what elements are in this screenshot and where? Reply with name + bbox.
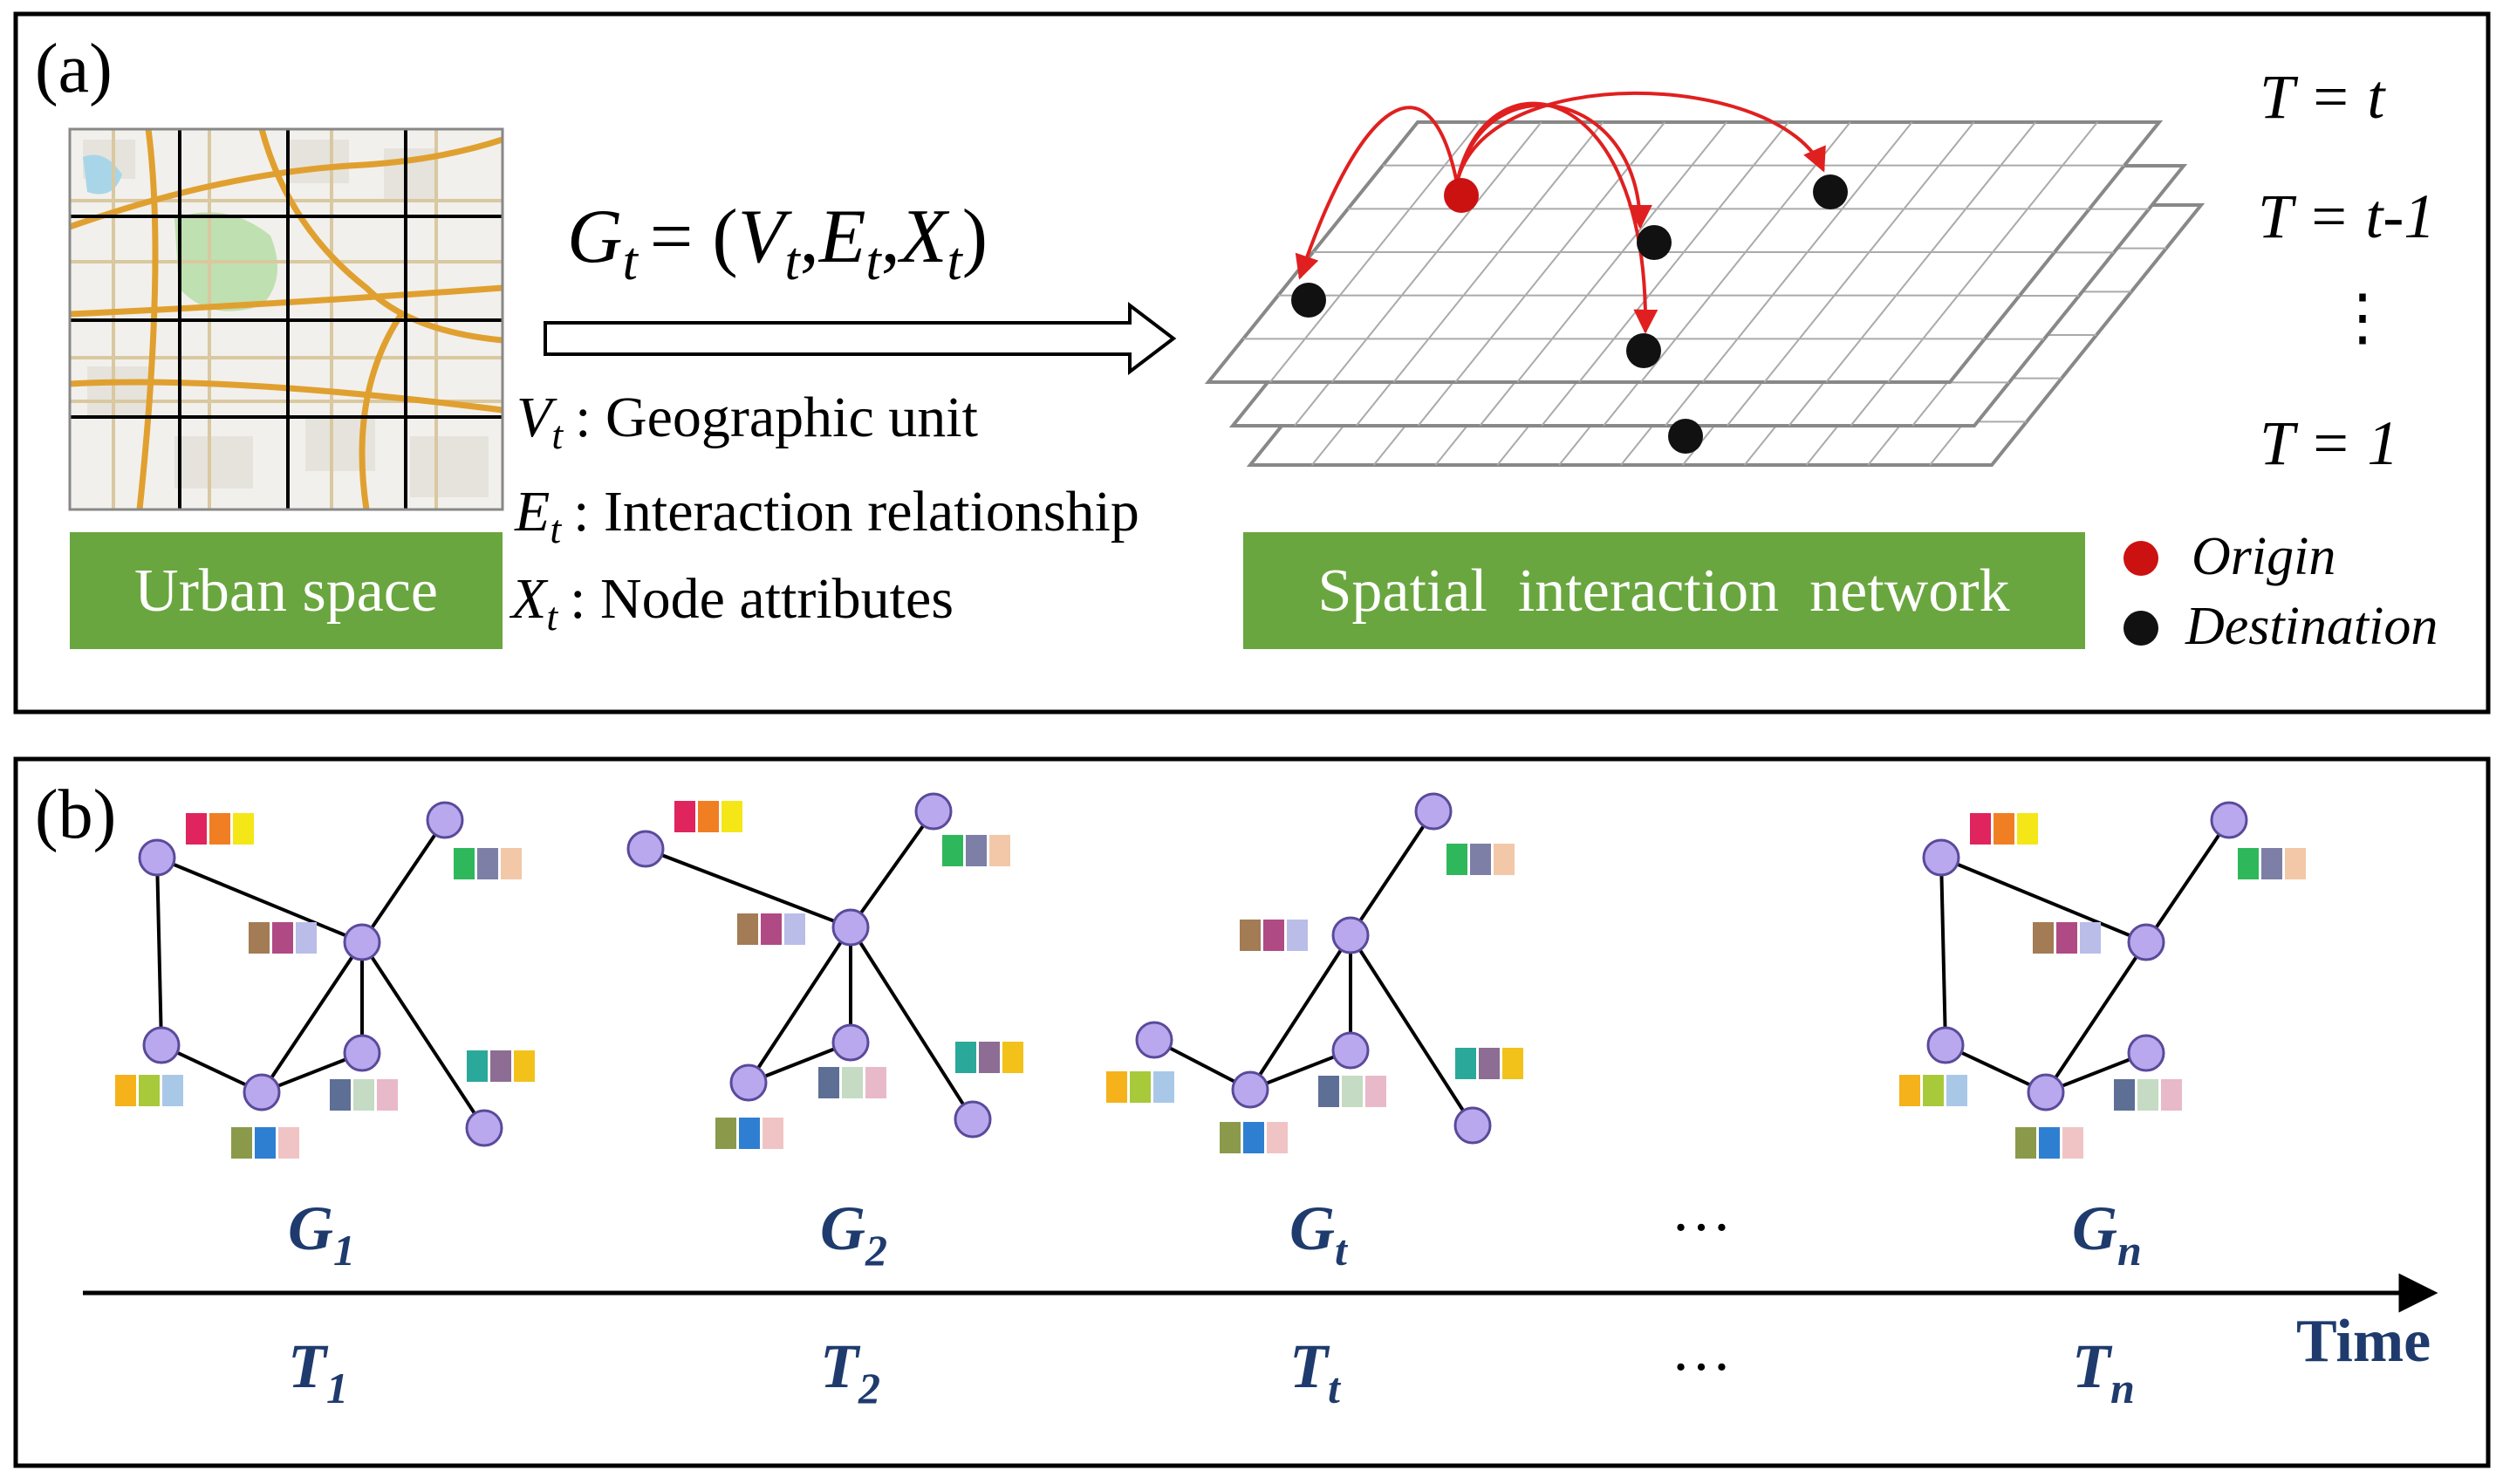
svg-text:Destination: Destination <box>2185 597 2438 656</box>
network-label: Spatial interaction network <box>1317 557 2009 625</box>
panel-b-frame <box>13 756 2491 1468</box>
definitions: Vt: Geographic unit Et: Interaction rela… <box>509 386 1139 639</box>
legend-destination-dot <box>2123 611 2158 646</box>
graph-label: Gt <box>1289 1193 1349 1275</box>
svg-text:T = t: T = t <box>2260 62 2386 132</box>
svg-text:T = 1: T = 1 <box>2260 408 2398 478</box>
urban-map <box>70 129 503 509</box>
graph-4 <box>1922 801 2248 1111</box>
panel-a-frame <box>13 11 2491 715</box>
time-ellipsis: … <box>1671 1316 1732 1384</box>
svg-text:Et: Interaction relationship: Et: Interaction relationship <box>514 480 1139 551</box>
time-step-label: T1 <box>288 1331 348 1412</box>
origin-node <box>1444 178 1479 213</box>
graph-label: Gn <box>2072 1193 2142 1275</box>
time-labels: T = t T = t-1 ⋮ T = 1 <box>2258 62 2435 478</box>
graph-label: G2 <box>820 1193 887 1275</box>
graph-1 <box>138 801 503 1147</box>
svg-text:T = t-1: T = t-1 <box>2258 181 2435 251</box>
time-step-label: T2 <box>820 1331 880 1412</box>
urban-space-box <box>70 532 503 649</box>
graph-formula: Gt= (Vt,Et,Xt) <box>567 195 988 291</box>
svg-text:Origin: Origin <box>2192 527 2335 586</box>
graph-ellipsis: … <box>1671 1177 1732 1244</box>
network-box <box>1243 532 2085 649</box>
urban-map-border <box>68 127 504 511</box>
svg-text:⋮: ⋮ <box>2331 283 2394 352</box>
time-step-label: Tn <box>2072 1331 2135 1412</box>
time-axis-label: Time <box>2296 1308 2431 1375</box>
legend-origin-dot <box>2123 541 2158 576</box>
transform-arrow <box>544 301 1177 376</box>
destination-nodes <box>1291 174 1848 454</box>
network-layers <box>1204 120 2206 467</box>
svg-text:Vt: Geographic unit: Vt: Geographic unit <box>516 386 978 457</box>
urban-space-label: Urban space <box>134 557 438 625</box>
graph-3 <box>1135 792 1492 1145</box>
panel-a-label: (a) <box>35 31 113 107</box>
graph-2 <box>626 792 992 1139</box>
legend: Origin Destination <box>2123 527 2438 656</box>
graph-label: G1 <box>288 1193 355 1275</box>
time-step-label: Tt <box>1289 1331 1342 1412</box>
panel-b-label: (b) <box>35 776 116 853</box>
svg-text:Xt: Node attributes: Xt: Node attributes <box>509 567 954 639</box>
interaction-arrows <box>1295 91 1826 334</box>
panel-a: (a) <box>13 11 2491 715</box>
